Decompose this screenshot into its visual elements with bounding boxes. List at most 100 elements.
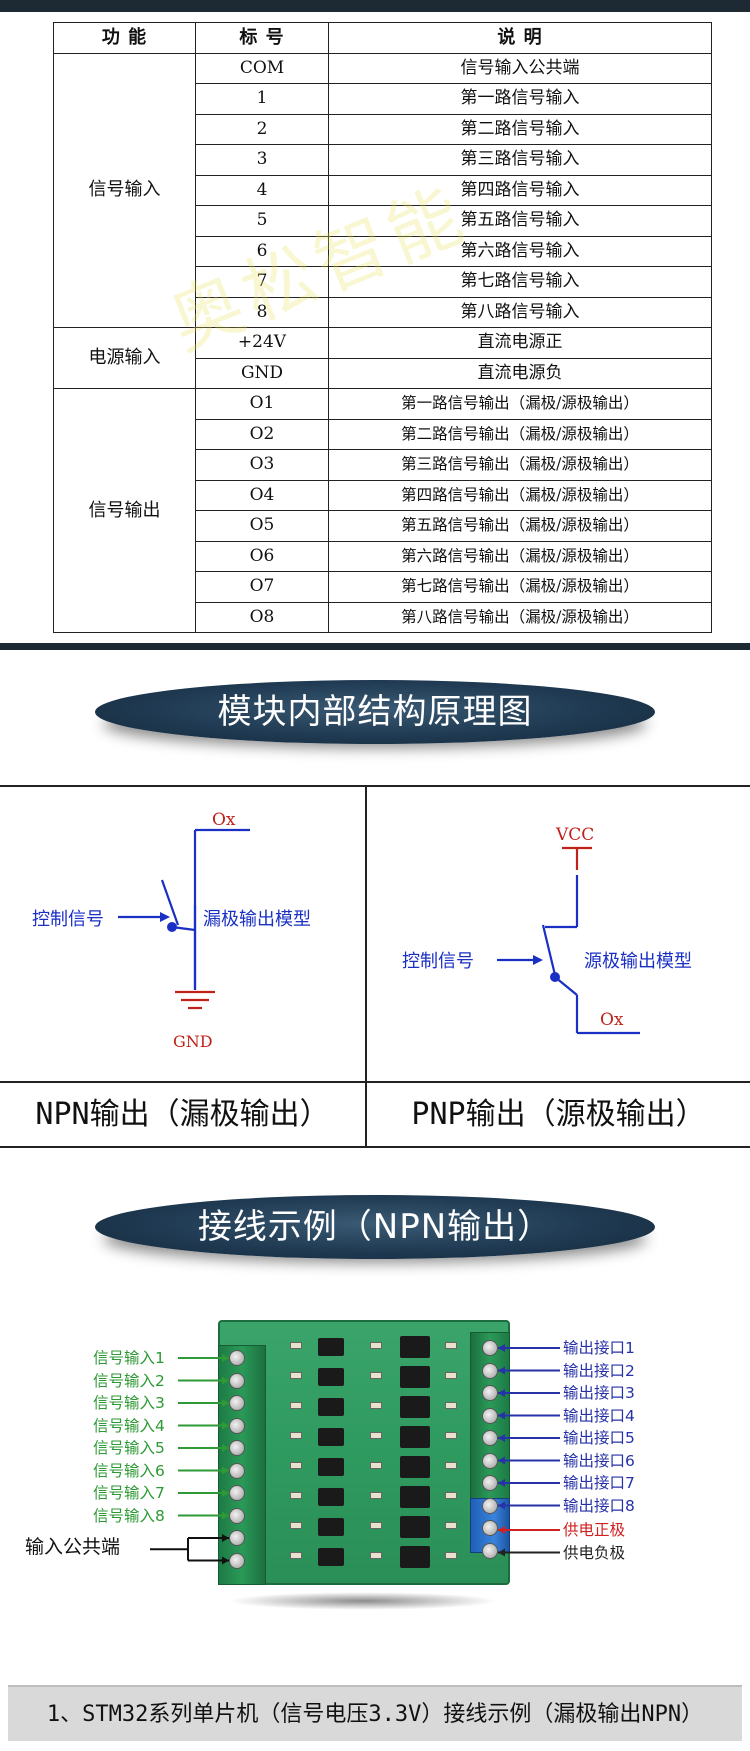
description-cell: 第三路信号输入: [328, 144, 712, 176]
smd-resistor: [370, 1432, 382, 1439]
description-cell: 第五路信号输入: [328, 205, 712, 237]
common-arrow: [222, 1556, 229, 1565]
description-cell: 信号输入公共端: [328, 52, 712, 84]
pin-cell: 4: [195, 174, 329, 206]
power-arrow: [498, 1548, 505, 1557]
description-cell: 第一路信号输出（漏极/源极输出）: [328, 388, 712, 420]
schematic-banner: 模块内部结构原理图: [95, 680, 655, 744]
npn-circuit: [118, 828, 250, 990]
terminal-screw: [229, 1485, 245, 1501]
schematic-frame-top: [0, 785, 750, 787]
description-cell: 第六路信号输出（漏极/源极输出）: [328, 540, 712, 572]
schematic-section: Ox 控制信号 漏极输出模型 GND VCC 控制信号 源极输出模型 Ox NP…: [0, 785, 750, 1148]
terminal-screw: [229, 1462, 245, 1479]
wiring-caption: 1、STM32系列单片机（信号电压3.3V）接线示例（漏极输出NPN）: [8, 1685, 742, 1741]
mosfet-chip: [400, 1546, 430, 1568]
description-cell: 第七路信号输入: [328, 266, 712, 298]
pin-cell: 8: [195, 296, 329, 328]
smd-resistor: [445, 1462, 457, 1469]
terminal-screw: [229, 1417, 245, 1434]
npn-control-label: 控制信号: [32, 909, 104, 930]
terminal-screw: [229, 1350, 245, 1366]
terminal-screw: [482, 1452, 498, 1469]
pin-cell: O1: [195, 388, 329, 420]
output-arrow: [498, 1456, 505, 1465]
pin-cell: 3: [195, 144, 329, 176]
mosfet-chip: [400, 1396, 430, 1418]
input-label: 信号输入3: [93, 1394, 165, 1412]
smd-resistor: [370, 1552, 382, 1559]
header-function: 功 能: [53, 22, 196, 54]
terminal-screw: [482, 1542, 498, 1559]
input-arrow: [222, 1421, 229, 1430]
power-positive-label: 供电正极: [563, 1521, 626, 1539]
description-cell: 第六路信号输入: [328, 235, 712, 267]
description-cell: 第三路信号输出（漏极/源极输出）: [328, 449, 712, 481]
output-arrow: [498, 1366, 505, 1375]
terminal-screw: [482, 1362, 498, 1379]
description-cell: 直流电源负: [328, 357, 712, 389]
output-arrow: [498, 1434, 505, 1442]
terminal-screw: [482, 1430, 498, 1446]
mosfet-chip: [400, 1336, 430, 1358]
terminal-screw: [482, 1497, 498, 1514]
mosfet-chip: [400, 1516, 430, 1538]
input-label: 信号输入5: [93, 1439, 165, 1457]
smd-resistor: [445, 1372, 457, 1379]
power-negative-label: 供电负极: [563, 1543, 626, 1562]
output-label: 输出接口1: [563, 1339, 635, 1357]
pin-cell: O6: [195, 540, 329, 572]
description-cell: 第八路信号输出（漏极/源极输出）: [328, 601, 712, 633]
input-arrow: [222, 1354, 229, 1362]
smd-resistor: [370, 1522, 382, 1529]
mosfet-chip: [400, 1366, 430, 1388]
pin-cell: O7: [195, 571, 329, 603]
optocoupler-chip: [318, 1398, 344, 1416]
pnp-circuit: [497, 875, 640, 1035]
output-label: 输出接口4: [563, 1406, 635, 1425]
wiring-lines: [150, 1344, 560, 1565]
top-divider-bar: [0, 0, 750, 12]
optocoupler-chip: [318, 1428, 344, 1446]
input-label: 信号输入8: [93, 1506, 165, 1525]
mosfet-chip: [400, 1486, 430, 1508]
pin-cell: O2: [195, 418, 329, 450]
pnp-model-label: 源极输出模型: [584, 951, 692, 972]
input-arrow: [222, 1511, 229, 1520]
description-cell: 第四路信号输入: [328, 174, 712, 206]
input-arrow: [222, 1399, 229, 1407]
pin-cell: 1: [195, 83, 329, 115]
description-cell: 第四路信号输出（漏极/源极输出）: [328, 479, 712, 511]
npn-caption: NPN输出（漏极输出）: [35, 1097, 330, 1132]
smd-resistor: [290, 1492, 302, 1499]
description-cell: 第一路信号输入: [328, 83, 712, 115]
input-label: 信号输入4: [93, 1416, 165, 1435]
npn-ground-label: GND: [173, 1032, 213, 1051]
optocoupler-chip: [318, 1368, 344, 1386]
output-arrow: [498, 1479, 505, 1487]
pin-cell: 2: [195, 113, 329, 145]
board-shadow: [228, 1592, 498, 1610]
description-cell: 第八路信号输入: [328, 296, 712, 328]
smd-resistor: [445, 1492, 457, 1499]
smd-resistor: [290, 1462, 302, 1469]
schematic-drawing: Ox 控制信号 漏极输出模型 GND VCC 控制信号 源极输出模型 Ox: [32, 810, 692, 1051]
terminal-screw: [229, 1507, 245, 1524]
input-arrow: [222, 1444, 229, 1452]
smd-resistor: [290, 1432, 302, 1439]
output-arrow: [498, 1411, 505, 1420]
npn-model-label: 漏极输出模型: [203, 909, 311, 930]
pin-cell: 6: [195, 235, 329, 267]
npn-output-label: Ox: [212, 810, 236, 830]
